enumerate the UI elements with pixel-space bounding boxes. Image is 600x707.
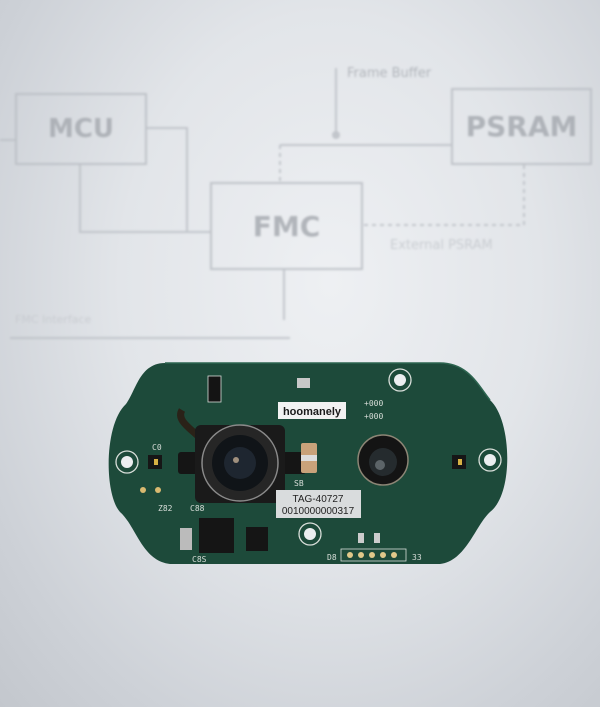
component	[207, 375, 222, 403]
silkscreen-text: D8	[327, 553, 337, 562]
brand-sticker	[278, 402, 346, 419]
fmc-block: FMC	[210, 182, 363, 270]
psram-block: PSRAM	[451, 88, 592, 165]
silkscreen-text: +000	[364, 399, 383, 408]
silkscreen-text: 33	[412, 553, 422, 562]
component	[297, 378, 310, 388]
silkscreen-text: SB	[294, 479, 304, 488]
ic-chip	[199, 518, 234, 553]
silkscreen-text: C8S	[192, 555, 207, 564]
silkscreen-text: C88	[190, 504, 205, 513]
mounting-holes	[115, 368, 502, 546]
psram-label: PSRAM	[465, 110, 578, 143]
fmc-interface-label: FMC Interface	[15, 313, 92, 326]
brand-label: hoomanely	[283, 406, 342, 418]
main-camera-module	[178, 424, 306, 503]
silkscreen-text: C0	[152, 443, 162, 452]
mounting-hole	[115, 450, 139, 474]
ic-chip	[246, 527, 268, 551]
tag-id: TAG-40727	[293, 494, 344, 505]
mcu-label: MCU	[47, 114, 115, 144]
frame-buffer-label: Frame Buffer	[347, 66, 432, 81]
secondary-lens-module	[357, 434, 409, 486]
mounting-hole	[388, 368, 412, 392]
silkscreen-text: +000	[364, 412, 383, 421]
mounting-hole	[478, 448, 502, 472]
tag-sticker	[276, 490, 361, 518]
silkscreen-text: Z82	[158, 504, 173, 513]
mounting-hole	[298, 522, 322, 546]
component	[180, 528, 192, 550]
mcu-block: MCU	[15, 93, 147, 165]
fmc-label: FMC	[252, 209, 321, 243]
serial-number: 0010000000317	[282, 506, 355, 517]
external-psram-label: External PSRAM	[390, 238, 493, 253]
